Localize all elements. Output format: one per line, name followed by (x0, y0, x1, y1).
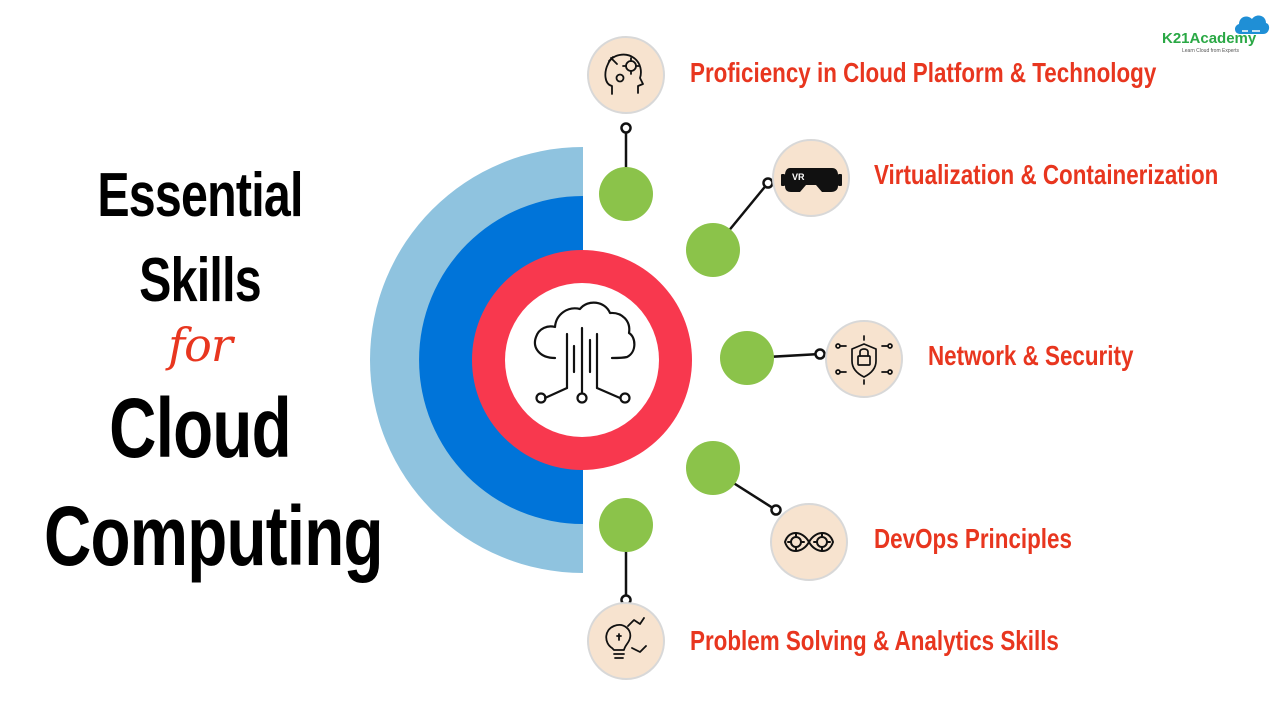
network-lock-icon (835, 335, 893, 385)
devops-gears-icon (784, 532, 834, 552)
k21academy-logo: K21Academy Learn Cloud from Experts (1160, 12, 1272, 54)
title-line-cloud: Cloud (109, 381, 291, 475)
title-line-computing: Computing (44, 489, 383, 583)
title-line-skills: Skills (139, 246, 261, 315)
logo-name: K21Academy (1162, 30, 1257, 47)
logo-tagline: Learn Cloud from Experts (1182, 48, 1239, 54)
vr-headset-icon: VR (781, 168, 842, 192)
badge-1 (587, 36, 665, 114)
cloud-network-icon (533, 301, 636, 404)
lightbulb-puzzle-icon (605, 617, 647, 659)
node-1 (599, 167, 653, 221)
title-line-essential: Essential (97, 161, 303, 230)
skill-label-devops: DevOps Principles (874, 523, 1072, 554)
node-4 (686, 441, 740, 495)
badge-3 (825, 320, 903, 398)
cloud-platform-head-icon (604, 53, 644, 95)
skill-label-network-security: Network & Security (928, 340, 1134, 371)
skill-label-cloud-platform: Proficiency in Cloud Platform & Technolo… (690, 57, 1157, 88)
skill-label-virtualization: Virtualization & Containerization (874, 159, 1219, 190)
title-line-for: for (168, 318, 233, 372)
logo-cloud-icon (1234, 15, 1270, 34)
node-5 (599, 498, 653, 552)
svg-text:VR: VR (792, 172, 805, 182)
badge-5 (587, 602, 665, 680)
node-2 (686, 223, 740, 277)
skill-label-problem-solving: Problem Solving & Analytics Skills (690, 625, 1059, 656)
node-3 (720, 331, 774, 385)
